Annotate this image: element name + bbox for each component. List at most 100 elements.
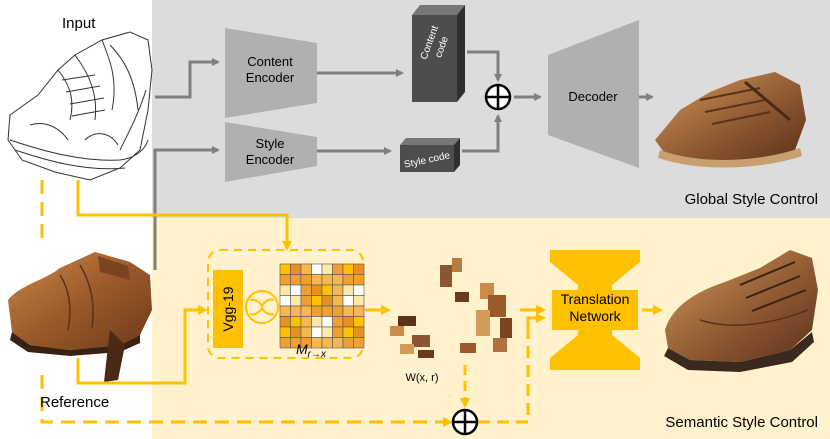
matrix-cell	[311, 305, 323, 317]
gold-plus-circle-icon	[451, 408, 479, 436]
sketch-shoe-icon	[7, 31, 153, 181]
matrix-cell	[353, 337, 365, 349]
matrix-cell	[321, 263, 333, 275]
style-encoder-box	[225, 122, 317, 182]
reference-shoe-icon	[8, 252, 152, 382]
style-encoder-label-1: Style	[256, 136, 285, 151]
matrix-cell	[290, 284, 302, 296]
matrix-cell	[342, 337, 354, 349]
matrix-cell	[300, 316, 312, 328]
translation-network-body	[552, 290, 638, 330]
matrix-cell	[279, 305, 291, 317]
matrix-cell	[290, 316, 302, 328]
matrix-cell	[321, 284, 333, 296]
matrix-cell	[321, 295, 333, 307]
matrix-cell	[311, 274, 323, 286]
plus-to-translation-dashed-arrow	[478, 325, 530, 424]
matrix-cell	[342, 316, 354, 328]
matrix-cell	[332, 284, 344, 296]
matrix-cell	[332, 326, 344, 338]
matrix-cell	[332, 305, 344, 317]
matrix-cell	[353, 274, 365, 286]
input-to-content-encoder-arrow	[155, 58, 220, 99]
matrix-cell	[311, 337, 323, 349]
matrix-cell	[290, 274, 302, 286]
content-encoder-label-2: Encoder	[246, 70, 295, 85]
matrix-cell	[342, 274, 354, 286]
decoder-label: Decoder	[568, 89, 618, 104]
semantic-output-shoe-icon	[664, 250, 818, 372]
matrix-cell	[311, 326, 323, 338]
matrix-cell	[279, 295, 291, 307]
matrix-cell	[290, 295, 302, 307]
matrix-cell	[332, 337, 344, 349]
matrix-cell	[300, 295, 312, 307]
matrix-cell	[321, 305, 333, 317]
matrix-cell	[353, 316, 365, 328]
matrix-cell	[353, 263, 365, 275]
matrix-cell	[311, 295, 323, 307]
matrix-cell	[290, 305, 302, 317]
matrix-cell	[353, 295, 365, 307]
output-shoe-icon	[655, 72, 806, 168]
matrix-cell	[332, 316, 344, 328]
vgg-box	[213, 270, 243, 348]
matrix-cell	[311, 284, 323, 296]
style-encoder-label-2: Encoder	[246, 152, 295, 167]
matrix-cell	[353, 284, 365, 296]
matrix-cell	[353, 326, 365, 338]
vgg-label: Vgg-19	[220, 286, 236, 331]
global-style-control-label: Global Style Control	[685, 191, 818, 208]
matrix-cell	[279, 263, 291, 275]
reference-label: Reference	[40, 394, 109, 411]
matrix-cell	[290, 263, 302, 275]
matrix-cell	[353, 305, 365, 317]
ref-to-style-encoder-arrow	[153, 146, 220, 270]
matrix-grid	[279, 263, 365, 349]
matrix-cell	[311, 316, 323, 328]
matrix-cell	[300, 326, 312, 338]
matrix-label: Mr→x	[296, 341, 327, 360]
translation-label-1: Translation	[561, 291, 630, 307]
matrix-cell	[332, 295, 344, 307]
matrix-cell	[279, 337, 291, 349]
matrix-cell	[311, 263, 323, 275]
matrix-cell	[279, 316, 291, 328]
style-code-box	[400, 138, 460, 172]
input-label: Input	[62, 15, 96, 32]
matrix-cell	[300, 263, 312, 275]
matrix-cell	[321, 326, 333, 338]
matrix-cell	[342, 305, 354, 317]
matrix-cell	[300, 305, 312, 317]
matrix-cell	[342, 295, 354, 307]
gold-arrows	[40, 180, 663, 427]
style-code-to-plus-arrow	[462, 114, 502, 153]
matrix-cell	[321, 274, 333, 286]
content-code-box	[412, 5, 465, 102]
reference-to-vgg-arrow	[76, 305, 208, 385]
matrix-cell	[332, 274, 344, 286]
matrix-cell	[342, 326, 354, 338]
content-encoder-box	[225, 28, 317, 118]
matrix-cell	[279, 284, 291, 296]
matrix-cell	[321, 337, 333, 349]
translation-label-2: Network	[569, 308, 621, 324]
matrix-cell	[342, 263, 354, 275]
content-encoder-label-1: Content	[247, 54, 293, 69]
matrix-cell	[290, 326, 302, 338]
warped-patches	[390, 258, 512, 358]
warp-label: W(x, r)	[406, 372, 439, 384]
content-code-to-plus-arrow	[467, 50, 502, 82]
plus-to-translation-dashed-up	[526, 313, 546, 330]
bottom-dashed-line	[40, 375, 453, 427]
decoder-box	[548, 20, 639, 168]
semantic-style-control-label: Semantic Style Control	[665, 414, 818, 431]
plus-circle-icon	[484, 83, 512, 111]
matrix-cell	[342, 284, 354, 296]
matrix-cell	[300, 274, 312, 286]
attention-circle-icon	[245, 290, 279, 324]
matrix-cell	[279, 274, 291, 286]
matrix-cell	[300, 284, 312, 296]
